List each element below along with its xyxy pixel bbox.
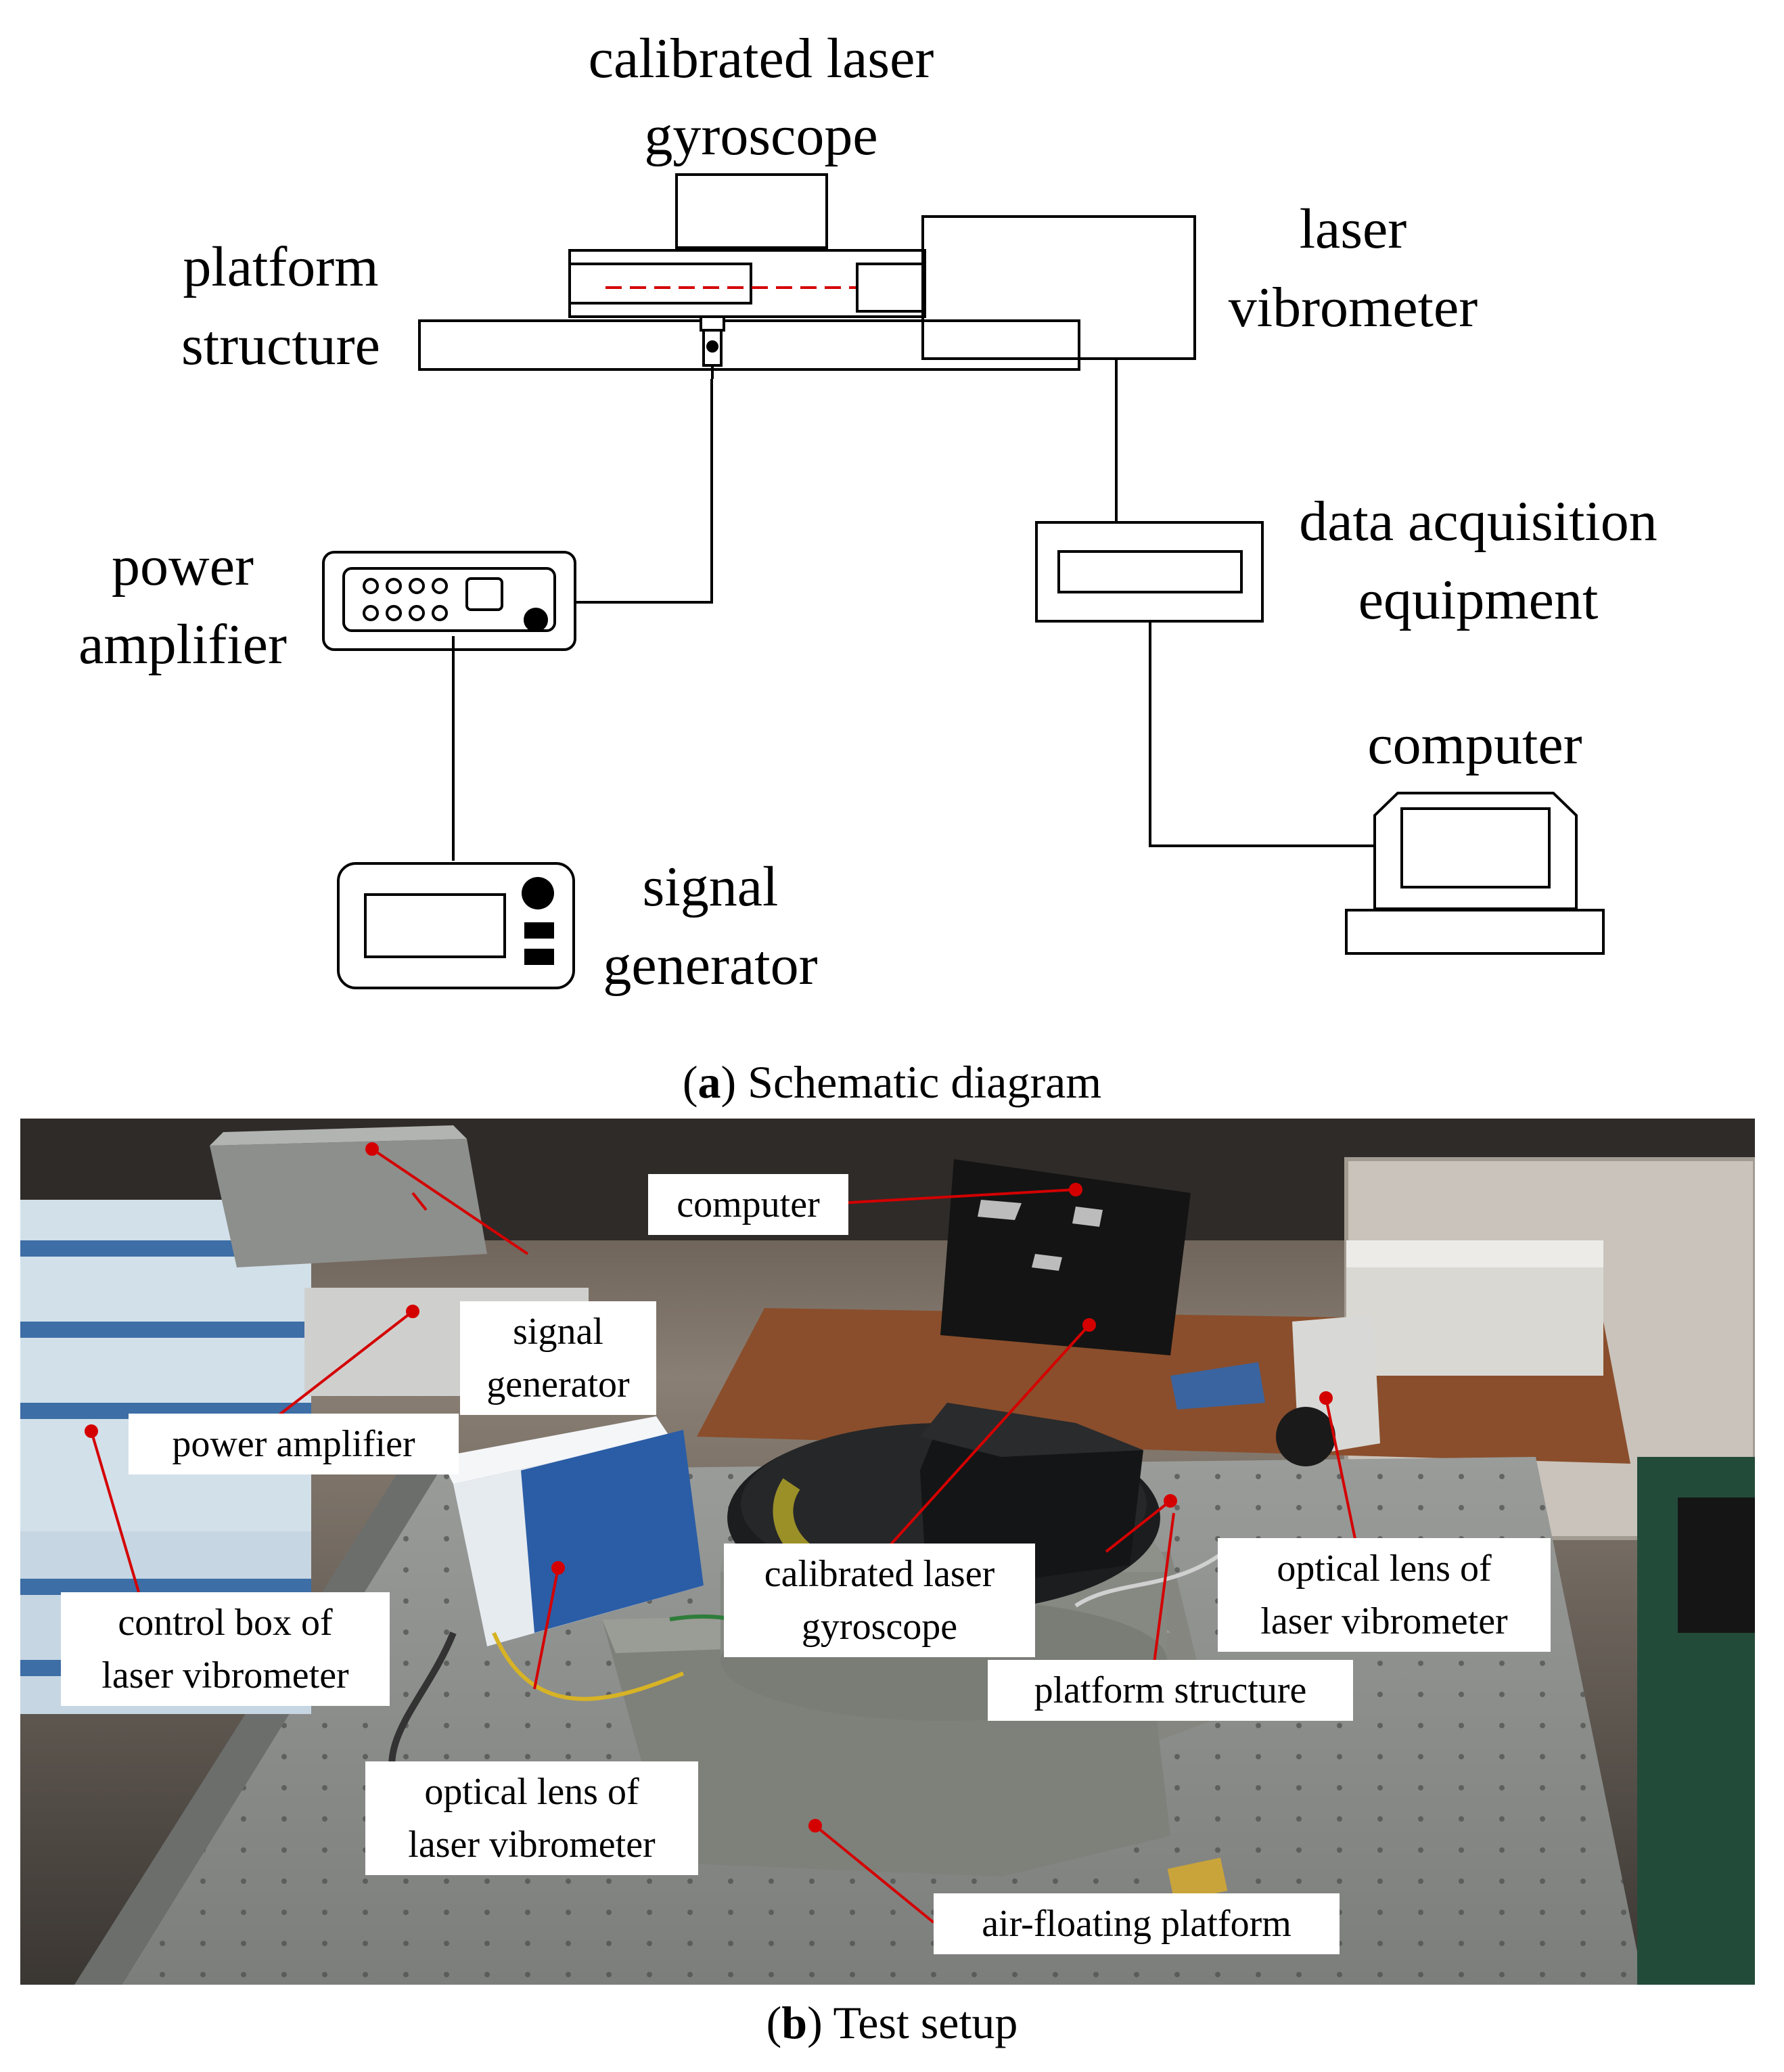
label-computer: computer (1367, 713, 1582, 776)
computer-keyboard (1345, 909, 1605, 955)
computer-screen (1373, 792, 1578, 910)
power-amplifier-knobs (363, 578, 548, 632)
photo-label-signal-generator: signal generator (460, 1301, 656, 1415)
photo-label-optical-lens-left-line1: optical lens of (424, 1771, 639, 1813)
caption-b-text: Test setup (833, 1997, 1018, 2048)
label-calibrated-gyroscope-line1: calibrated laser (588, 27, 934, 90)
platform-upper-block (568, 249, 926, 318)
label-signal-generator-line1: signal (642, 855, 779, 918)
label-platform-structure-line1: platform (183, 235, 379, 298)
photo-label-optical-lens-left: optical lens of laser vibrometer (365, 1761, 698, 1875)
test-setup-photo: computer signal generator power amplifie… (20, 1119, 1755, 1985)
signal-generator-controls (522, 877, 554, 965)
caption-a: (a) Schematic diagram (682, 1056, 1102, 1108)
photo-label-air-floating-platform: air-floating platform (934, 1893, 1340, 1954)
label-platform-structure-line2: structure (181, 314, 380, 377)
photo-label-signal-generator-line2: generator (486, 1364, 630, 1405)
label-daq-line1: data acquisition (1299, 490, 1657, 553)
label-laser-vibrometer-line1: laser (1299, 198, 1407, 261)
platform-base (418, 319, 1080, 371)
label-calibrated-gyroscope-line2: gyroscope (644, 104, 878, 167)
signal-generator-box (337, 862, 575, 989)
label-power-amplifier-line2: amplifier (78, 613, 287, 676)
photo-label-control-box-line1: control box of (118, 1602, 333, 1644)
photo-label-control-box: control box of laser vibrometer (61, 1592, 390, 1706)
photo-label-platform-structure: platform structure (988, 1660, 1353, 1721)
photo-label-computer: computer (648, 1174, 848, 1235)
caption-b-letter: b (781, 1997, 808, 2048)
laser-vibrometer-box (921, 215, 1196, 360)
photo-label-control-box-line2: laser vibrometer (101, 1654, 349, 1696)
caption-a-text: Schematic diagram (748, 1056, 1102, 1108)
photo-label-power-amplifier: power amplifier (129, 1414, 459, 1474)
photo-label-optical-lens-right-line1: optical lens of (1277, 1548, 1492, 1590)
label-signal-generator-line2: generator (603, 934, 818, 997)
schematic-diagram (322, 173, 1605, 989)
caption-a-letter: a (697, 1056, 721, 1108)
photo-label-optical-lens-left-line2: laser vibrometer (408, 1824, 656, 1866)
photo-label-calibrated-gyroscope-line2: gyroscope (801, 1606, 958, 1648)
caption-b: (b) Test setup (766, 1997, 1018, 2048)
optical-lens-box (856, 263, 926, 313)
photo-label-calibrated-gyroscope-line1: calibrated laser (764, 1553, 995, 1595)
platform-connector (700, 315, 725, 379)
gyroscope-box (675, 173, 828, 249)
photo-label-signal-generator-line1: signal (513, 1311, 603, 1353)
photo-label-optical-lens-right: optical lens of laser vibrometer (1218, 1538, 1551, 1652)
label-daq-line2: equipment (1358, 568, 1599, 631)
label-laser-vibrometer-line2: vibrometer (1228, 276, 1478, 339)
power-amplifier-box (322, 551, 576, 651)
daq-box (1035, 521, 1264, 623)
photo-label-calibrated-gyroscope: calibrated laser gyroscope (724, 1544, 1035, 1657)
label-power-amplifier-line1: power (112, 535, 254, 598)
photo-label-optical-lens-right-line2: laser vibrometer (1260, 1600, 1508, 1642)
